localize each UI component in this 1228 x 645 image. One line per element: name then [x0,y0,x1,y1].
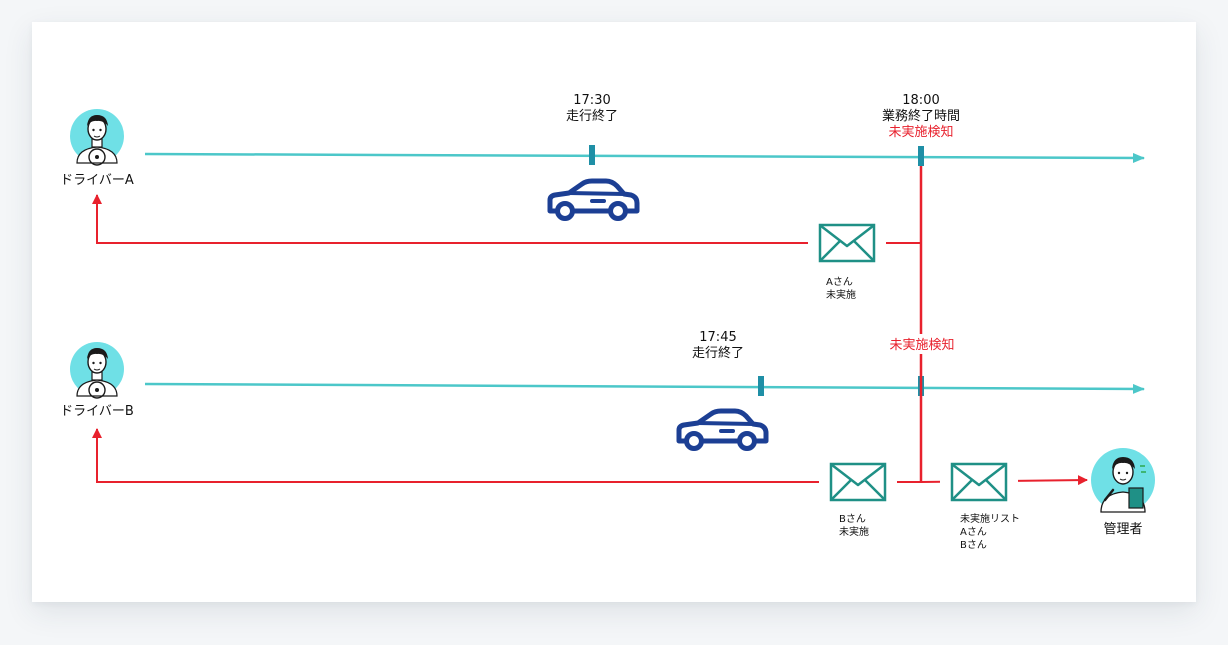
event-a-label: 走行終了 [566,108,618,124]
mail-b-line1: Bさん [839,513,866,525]
tick-a-1800 [918,146,924,166]
event-b-label: 走行終了 [692,345,744,361]
mail-a-line1: Aさん [826,276,853,288]
mail-manager-line3: Bさん [960,539,987,551]
car-icon-b [679,411,766,449]
mail-manager-line1: 未実施リスト [960,512,1020,525]
mail-b-line2: 未実施 [839,525,869,538]
alert-detect-top: 未実施検知 [888,124,953,140]
event-work-end-label: 業務終了時間 [882,108,960,124]
flow-diagram: ドライバーA ドライバーB 17:30 走行終了 18:00 業務終了時間 未実… [60,93,1155,551]
event-a-time: 17:30 [573,93,610,108]
mail-manager-line2: Aさん [960,526,987,538]
mail-icon-b [829,462,887,502]
mail-icon-manager [950,462,1008,502]
event-b-time: 17:45 [699,330,736,345]
tick-a-1730 [589,145,595,165]
timeline-a [144,152,1145,163]
mail-icon-a [818,223,876,263]
notify-path-a [92,194,921,244]
car-icon-a [550,181,637,219]
mail-a-line2: 未実施 [826,288,856,301]
manager-name: 管理者 [1103,522,1142,537]
driver-a-name: ドライバーA [60,173,134,188]
manager-avatar [1091,448,1155,513]
driver-avatar-b [69,341,125,399]
alert-detect-mid: 未実施検知 [889,337,954,353]
timeline-b [144,382,1145,394]
notify-path-b [92,428,921,483]
diagram-card: ドライバーA ドライバーB 17:30 走行終了 18:00 業務終了時間 未実… [32,22,1196,602]
driver-b-name: ドライバーB [60,404,134,419]
event-work-end-time: 18:00 [902,93,939,108]
driver-avatar-a [69,108,125,166]
tick-b-1745 [758,376,764,396]
